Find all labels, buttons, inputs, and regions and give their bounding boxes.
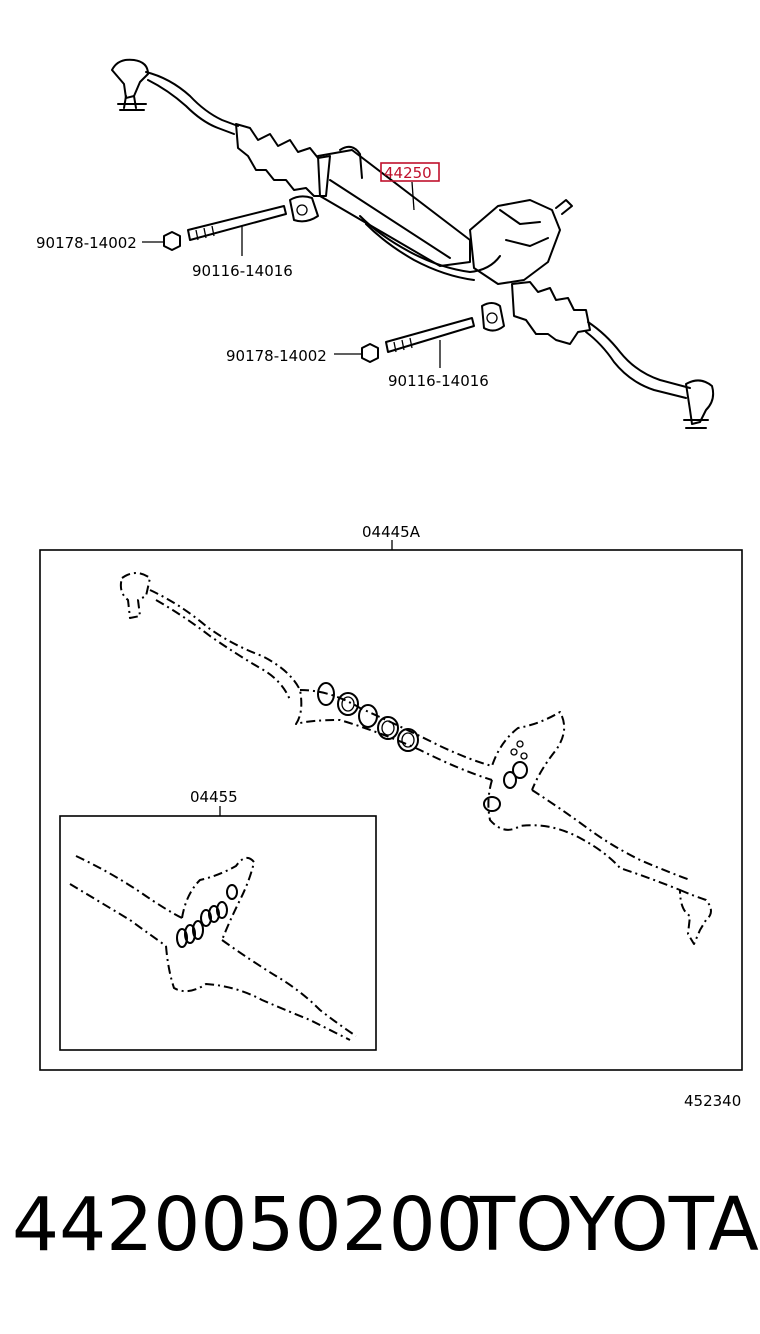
callout-bolt-lower[interactable]: 90116-14016 (388, 372, 489, 390)
kit-main-frame (39, 549, 743, 1071)
kit-sub-frame (59, 815, 377, 1051)
kit-sub-ghost-rack (69, 855, 357, 1041)
callout-44250[interactable]: 44250 (384, 164, 432, 182)
parts-diagram: 44250 90178-14002 90116-14016 90178-1400… (36, 58, 743, 1110)
callout-nut-upper[interactable]: 90178-14002 (36, 234, 137, 252)
callout-bolt-upper[interactable]: 90116-14016 (192, 262, 293, 280)
callout-kit-sub[interactable]: 04455 (190, 788, 238, 806)
callout-nut-lower[interactable]: 90178-14002 (226, 347, 327, 365)
callout-kit-main[interactable]: 04445A (362, 523, 421, 541)
upper-fasteners (163, 205, 475, 363)
kit-main-seals (317, 682, 528, 812)
bolt-lower (385, 317, 475, 353)
illustration-number: 452340 (684, 1092, 741, 1110)
upper-leaders (142, 181, 441, 368)
nut-upper (163, 231, 181, 251)
highlight-box (380, 162, 440, 182)
kit-sub-seals (176, 884, 238, 948)
bolt-upper (187, 205, 287, 241)
steering-rack-assembly (111, 58, 715, 429)
part-number: 4420050200 (12, 1182, 483, 1268)
nut-lower (361, 343, 379, 363)
kit-main-ghost-rack (119, 572, 712, 945)
brand-name: TOYOTA (470, 1182, 759, 1268)
